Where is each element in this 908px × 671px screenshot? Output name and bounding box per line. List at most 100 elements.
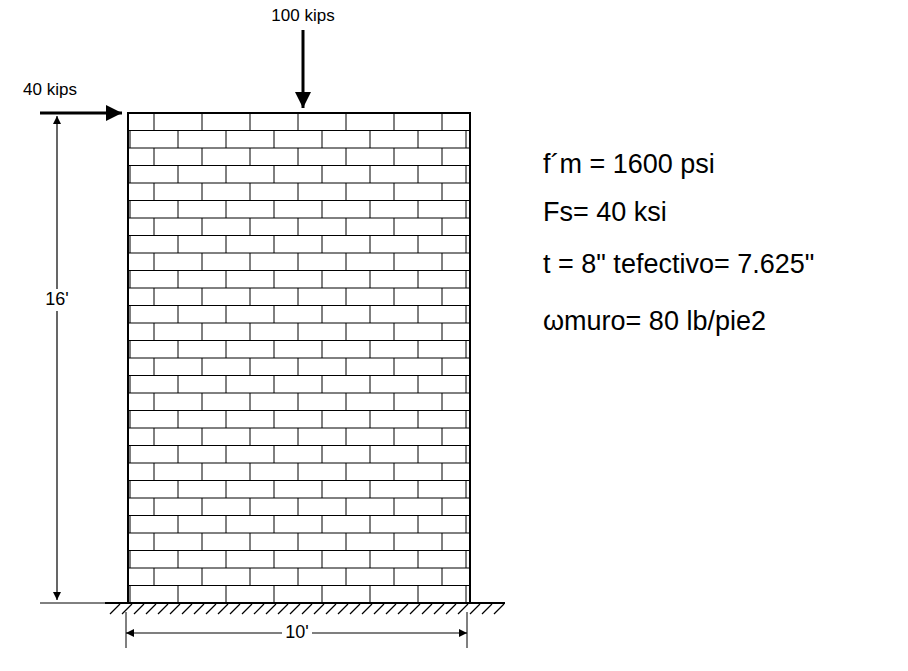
head-joint — [250, 533, 251, 551]
head-joint — [178, 551, 179, 569]
head-joint — [154, 393, 155, 411]
head-joint — [154, 148, 155, 166]
head-joint — [202, 288, 203, 306]
head-joint — [442, 498, 443, 516]
head-joint — [346, 288, 347, 306]
head-joint — [466, 551, 467, 569]
hatch-stroke — [194, 604, 204, 614]
head-joint — [322, 446, 323, 464]
head-joint — [346, 533, 347, 551]
head-joint — [346, 323, 347, 341]
head-joint — [442, 358, 443, 376]
head-joint — [274, 271, 275, 289]
hatch-stroke — [206, 604, 216, 614]
head-joint — [394, 393, 395, 411]
head-joint — [418, 201, 419, 219]
head-joint — [442, 183, 443, 201]
bed-joint — [128, 288, 470, 289]
head-joint — [394, 323, 395, 341]
head-joint — [154, 428, 155, 446]
head-joint — [442, 463, 443, 481]
dimension-label: 10' — [282, 622, 311, 644]
hatch-stroke — [314, 604, 324, 614]
load-label: 100 kips — [271, 7, 334, 26]
bed-joint — [128, 393, 470, 394]
hatch-stroke — [434, 604, 444, 614]
head-joint — [370, 271, 371, 289]
head-joint — [154, 218, 155, 236]
head-joint — [154, 498, 155, 516]
head-joint — [346, 428, 347, 446]
head-joint — [370, 446, 371, 464]
head-joint — [130, 446, 131, 464]
head-joint — [442, 148, 443, 166]
head-joint — [274, 446, 275, 464]
head-joint — [226, 376, 227, 394]
head-joint — [130, 236, 131, 254]
head-joint — [394, 498, 395, 516]
bed-joint — [128, 183, 470, 184]
head-joint — [346, 393, 347, 411]
head-joint — [226, 481, 227, 499]
head-joint — [370, 586, 371, 604]
head-joint — [154, 463, 155, 481]
head-joint — [394, 428, 395, 446]
head-joint — [274, 586, 275, 604]
head-joint — [250, 148, 251, 166]
head-joint — [154, 533, 155, 551]
head-joint — [178, 236, 179, 254]
hatch-stroke — [230, 604, 240, 614]
head-joint — [250, 323, 251, 341]
head-joint — [298, 288, 299, 306]
hatch-stroke — [410, 604, 420, 614]
property-label: t = 8" tefectivo= 7.625" — [543, 250, 814, 280]
head-joint — [418, 376, 419, 394]
head-joint — [298, 113, 299, 131]
head-joint — [346, 358, 347, 376]
head-joint — [298, 533, 299, 551]
bed-joint — [128, 410, 470, 411]
head-joint — [298, 568, 299, 586]
head-joint — [202, 568, 203, 586]
head-joint — [250, 358, 251, 376]
head-joint — [250, 218, 251, 236]
hatch-stroke — [398, 604, 408, 614]
head-joint — [466, 376, 467, 394]
head-joint — [418, 271, 419, 289]
hatch-stroke — [158, 604, 168, 614]
head-joint — [178, 306, 179, 324]
head-joint — [250, 183, 251, 201]
hatch-stroke — [302, 604, 312, 614]
hatch-stroke — [242, 604, 252, 614]
head-joint — [298, 463, 299, 481]
head-joint — [274, 411, 275, 429]
hatch-stroke — [422, 604, 432, 614]
head-joint — [226, 166, 227, 184]
head-joint — [466, 481, 467, 499]
bed-joint — [128, 200, 470, 201]
ground-hatch — [110, 604, 504, 614]
head-joint — [418, 131, 419, 149]
hatch-stroke — [170, 604, 180, 614]
head-joint — [466, 586, 467, 604]
head-joint — [466, 516, 467, 534]
head-joint — [442, 288, 443, 306]
head-joint — [442, 218, 443, 236]
head-joint — [418, 551, 419, 569]
head-joint — [394, 113, 395, 131]
head-joint — [394, 253, 395, 271]
head-joint — [178, 341, 179, 359]
head-joint — [466, 236, 467, 254]
property-label: ωmuro= 80 lb/pie2 — [543, 307, 766, 337]
head-joint — [178, 166, 179, 184]
head-joint — [178, 586, 179, 604]
head-joint — [130, 271, 131, 289]
head-joint — [154, 323, 155, 341]
head-joint — [202, 393, 203, 411]
head-joint — [370, 376, 371, 394]
head-joint — [130, 201, 131, 219]
head-joint — [202, 183, 203, 201]
hatch-stroke — [266, 604, 276, 614]
hatch-stroke — [386, 604, 396, 614]
head-joint — [418, 306, 419, 324]
